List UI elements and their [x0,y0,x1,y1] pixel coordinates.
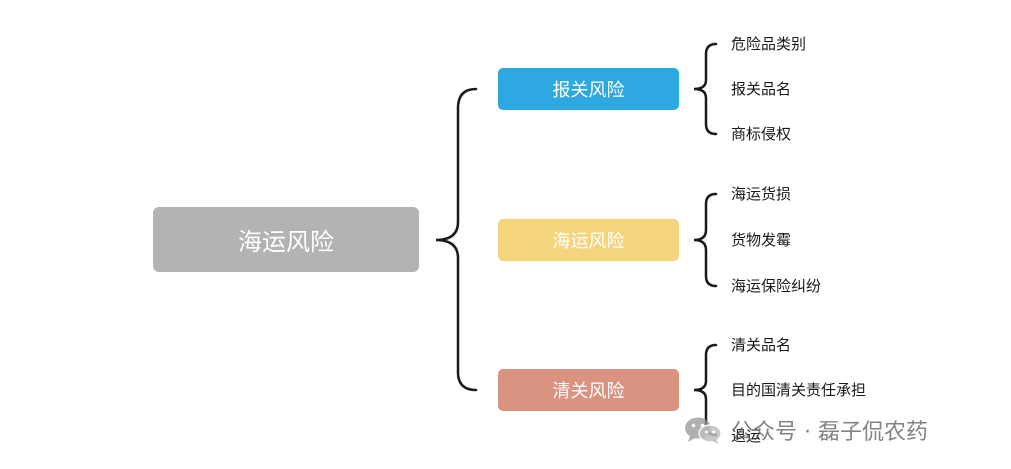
branch-2-brace [693,192,718,288]
leaf-item: 退运 [731,427,762,445]
leaf-item: 商标侵权 [731,125,792,143]
branch-1-brace [693,42,718,136]
branch-node-customs-clearance: 清关风险 [498,369,679,411]
leaf-item: 海运保险纠纷 [731,277,822,295]
root-node: 海运风险 [153,207,419,272]
leaf-item: 报关品名 [731,80,792,98]
watermark-text: 公众号 · 磊子侃农药 [731,420,928,445]
branch-node-customs-declaration: 报关风险 [498,68,679,110]
leaf-item: 清关品名 [731,336,792,354]
root-brace [435,87,478,392]
wechat-icon [685,417,722,444]
root-node-label: 海运风险 [238,228,334,256]
branch-node-label: 报关风险 [552,80,625,101]
branch-node-label: 海运风险 [552,231,625,252]
leaf-item: 海运货损 [731,185,792,203]
branch-node-shipping: 海运风险 [498,219,679,261]
watermark: 公众号 · 磊子侃农药 [683,412,928,448]
leaf-item: 目的国清关责任承担 [731,381,867,399]
leaf-item: 货物发霉 [731,231,792,249]
branch-node-label: 清关风险 [552,381,625,402]
leaf-item: 危险品类别 [731,35,807,53]
